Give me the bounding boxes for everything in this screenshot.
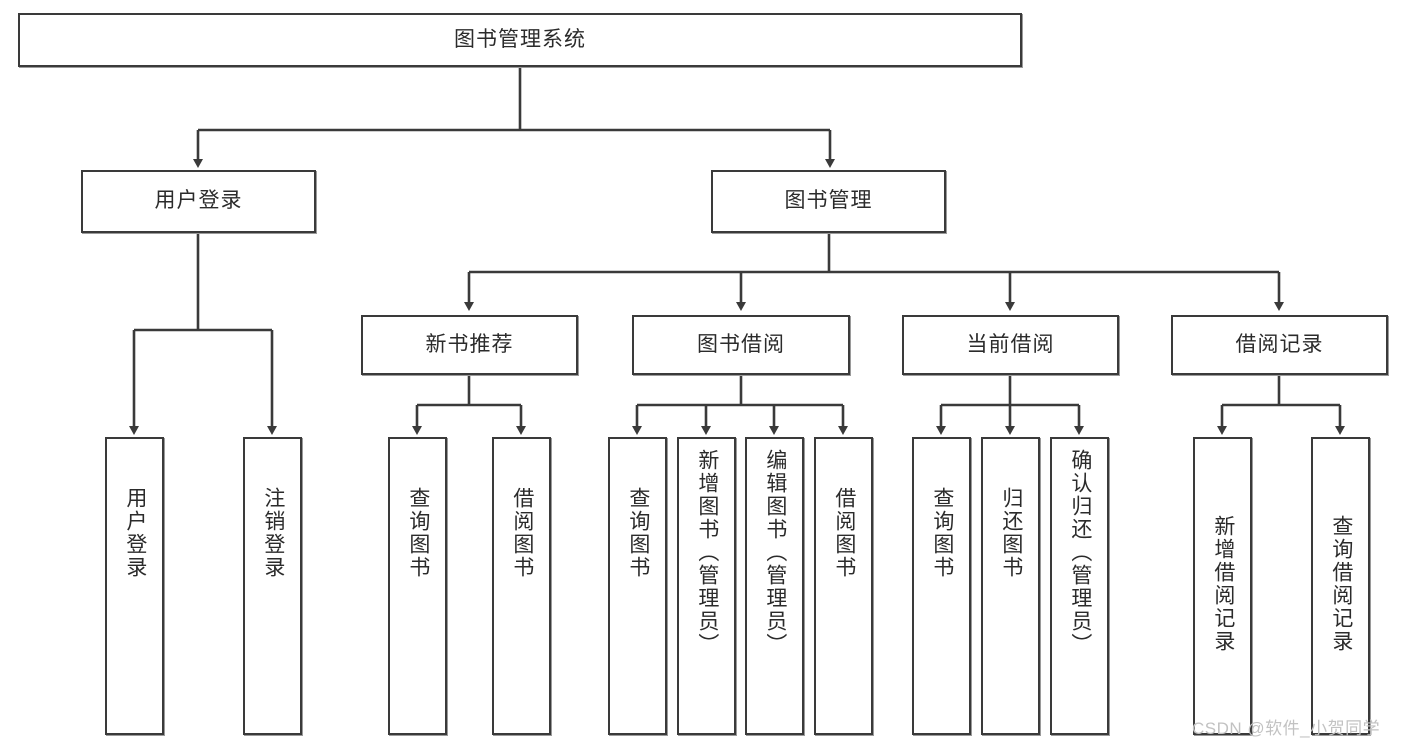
node-book-borrow[interactable]: 图书借阅	[632, 315, 850, 375]
node-leaf-user-login[interactable]: 用户登录	[105, 437, 164, 735]
node-book-management[interactable]: 图书管理	[711, 170, 946, 233]
node-leaf-query-book-current[interactable]: 查询图书	[912, 437, 971, 735]
node-label: 查询图书	[406, 487, 430, 579]
node-label: 查询图书	[626, 487, 650, 579]
node-borrow-record[interactable]: 借阅记录	[1171, 315, 1388, 375]
node-label: 图书管理	[784, 189, 873, 213]
node-label: 借阅图书	[832, 487, 856, 579]
node-leaf-edit-book-admin[interactable]: 编辑图书（管理员）	[745, 437, 804, 735]
node-new-book-recommend[interactable]: 新书推荐	[361, 315, 578, 375]
node-label: 查询借阅记录	[1329, 515, 1353, 653]
node-root-book-management-system[interactable]: 图书管理系统	[18, 13, 1022, 67]
node-leaf-return-book[interactable]: 归还图书	[981, 437, 1040, 735]
node-leaf-query-book-recommend[interactable]: 查询图书	[388, 437, 447, 735]
node-label: 借阅记录	[1235, 332, 1324, 356]
node-label: 图书借阅	[697, 332, 785, 356]
node-label: 新增图书（管理员）	[695, 449, 719, 656]
node-leaf-borrow-book[interactable]: 借阅图书	[814, 437, 873, 735]
node-label: 新书推荐	[425, 332, 514, 356]
node-label: 编辑图书（管理员）	[763, 449, 787, 656]
node-label: 当前借阅	[966, 332, 1055, 356]
node-label: 新增借阅记录	[1211, 515, 1235, 653]
node-label: 用户登录	[154, 189, 243, 213]
node-leaf-add-borrow-record[interactable]: 新增借阅记录	[1193, 437, 1252, 735]
node-label: 确认归还（管理员）	[1068, 449, 1092, 656]
node-label: 查询图书	[930, 487, 954, 579]
node-leaf-query-borrow-record[interactable]: 查询借阅记录	[1311, 437, 1370, 735]
node-label: 注销登录	[261, 487, 285, 579]
node-leaf-borrow-book-recommend[interactable]: 借阅图书	[492, 437, 551, 735]
node-leaf-add-book-admin[interactable]: 新增图书（管理员）	[677, 437, 736, 735]
node-leaf-confirm-return-admin[interactable]: 确认归还（管理员）	[1050, 437, 1109, 735]
node-label: 用户登录	[123, 487, 147, 579]
node-label: 图书管理系统	[454, 27, 586, 51]
node-label: 借阅图书	[510, 487, 534, 579]
csdn-watermark: CSDN @软件_小贺同学	[1192, 719, 1381, 738]
node-leaf-logout-login[interactable]: 注销登录	[243, 437, 302, 735]
node-current-borrow[interactable]: 当前借阅	[902, 315, 1119, 375]
node-user-login[interactable]: 用户登录	[81, 170, 316, 233]
node-leaf-query-book-borrow[interactable]: 查询图书	[608, 437, 667, 735]
node-label: 归还图书	[999, 487, 1023, 579]
